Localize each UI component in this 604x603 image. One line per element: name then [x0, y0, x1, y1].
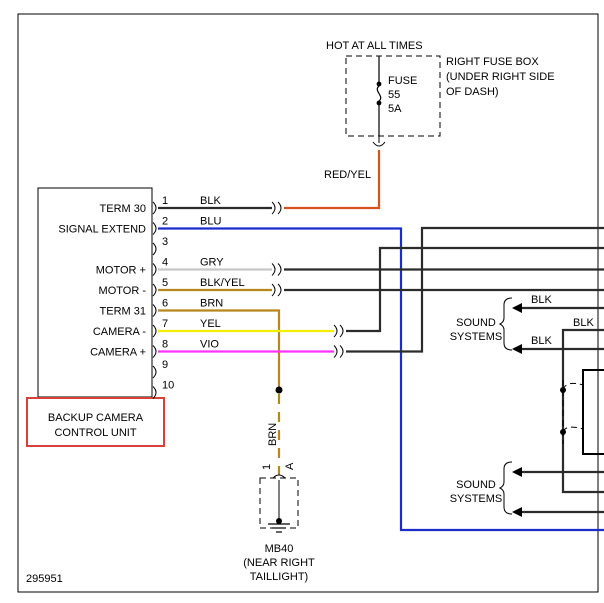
wire-red-yel-feed: [284, 150, 381, 210]
sound-systems-bottom-bracket: [498, 461, 513, 515]
pin-connector-3: [152, 242, 157, 256]
fuse-box-label-line2: (UNDER RIGHT SIDE: [446, 71, 555, 83]
wire-label-pin-1: BLK: [200, 195, 221, 207]
pin-label-5: MOTOR -: [99, 285, 147, 297]
right-component-outline: [582, 369, 604, 455]
ground-wire-label: BRN: [267, 423, 279, 446]
wire-label-pin-2: BLU: [200, 216, 221, 228]
wires: [158, 150, 604, 532]
pin-label-7: CAMERA -: [93, 326, 147, 338]
pin-connector-10: [152, 386, 157, 399]
pin-5-inline-connector: [271, 283, 276, 297]
wire-label-pin-7: YEL: [200, 318, 221, 330]
fuse-label-name: FUSE: [388, 75, 417, 87]
pin-connector-7: [152, 324, 157, 338]
pin-label-4: MOTOR +: [96, 265, 146, 277]
fuse-header: HOT AT ALL TIMES: [326, 40, 423, 52]
sound-systems-top-wire3: BLK: [573, 317, 594, 329]
ground-connector-symbol: [272, 474, 286, 479]
pin-label-6: TERM 31: [100, 306, 146, 318]
wire-label-pin-8: VIO: [200, 339, 219, 351]
wire-pin-8-continue: [346, 226, 604, 353]
sound-systems-top-wire2: BLK: [531, 335, 552, 347]
pin-number-6: 6: [162, 298, 168, 310]
pin-connector-6: [152, 304, 157, 317]
pin-4-inline-connector: [271, 263, 276, 276]
pin-connector-2: [152, 222, 157, 235]
pin-label-8: CAMERA +: [90, 347, 146, 359]
module-name-highlight: [26, 397, 165, 447]
pin-connector-5: [152, 283, 157, 297]
diagram-frame: [17, 13, 599, 593]
ground-label-line1: MB40: [265, 543, 294, 555]
pin-number-4: 4: [162, 257, 168, 269]
pin-number-2: 2: [162, 216, 168, 228]
pin-8-inline-connector: [333, 345, 338, 358]
sound-systems-top-line1: SOUND: [456, 317, 496, 329]
wire-label-pin-4: GRY: [200, 257, 224, 269]
ground-splice: [275, 386, 283, 394]
pin-connector-9: [152, 365, 157, 379]
pin-1-inline-connector: [271, 201, 276, 215]
ground-box-outline: [259, 477, 299, 529]
sound-systems-top-line2: SYSTEMS: [450, 331, 503, 343]
wire-label-pin-6: BRN: [200, 298, 223, 310]
pin-connector-4: [152, 263, 157, 276]
fuse-box-label-line1: RIGHT FUSE BOX: [446, 56, 539, 68]
wire-pin-2-blu: [158, 227, 604, 532]
ground-connector-pin: 1: [261, 464, 273, 470]
ground-label-line2: (NEAR RIGHT: [243, 557, 315, 569]
fuse-label-number: 55: [388, 89, 400, 101]
sound-systems-top-wire1: BLK: [531, 294, 552, 306]
wire-pin-7-continue: [346, 246, 604, 333]
sound-systems-bottom-line1: SOUND: [456, 479, 496, 491]
wire-pin-6-brn: [158, 309, 281, 390]
pin-number-9: 9: [162, 359, 168, 371]
pin-number-7: 7: [162, 318, 168, 330]
wire-label-pin-5: BLK/YEL: [200, 277, 245, 289]
fuse-icon: [376, 56, 382, 136]
module-name-line1: BACKUP CAMERA: [48, 412, 144, 424]
pin-label-1: TERM 30: [100, 203, 146, 215]
module-name-line2: CONTROL UNIT: [54, 427, 136, 439]
ground-icon: [268, 480, 290, 533]
pin-number-5: 5: [162, 277, 168, 289]
ground-label-line3: TAILLIGHT): [250, 571, 308, 583]
pin-connector-1: [152, 201, 157, 215]
figure-id: 295951: [26, 573, 63, 585]
fuse-connector-symbol: [372, 141, 386, 147]
pin-connector-8: [152, 345, 157, 358]
fuse-label-rating: 5A: [388, 103, 402, 115]
sound-systems-bottom-line2: SYSTEMS: [450, 493, 503, 505]
ground-connector-letter: A: [284, 462, 296, 470]
pin-number-1: 1: [162, 195, 168, 207]
feed-wire-label: RED/YEL: [324, 169, 371, 181]
pin-number-8: 8: [162, 339, 168, 351]
pin-label-2: SIGNAL EXTEND: [58, 224, 146, 236]
pin-number-10: 10: [162, 380, 174, 392]
fuse-box-label-line3: OF DASH): [446, 86, 499, 98]
sound-systems-top-bracket: [498, 297, 513, 351]
fuse-box-outline: [345, 55, 441, 137]
pin-7-inline-connector: [333, 324, 338, 338]
pin-number-3: 3: [162, 236, 168, 248]
